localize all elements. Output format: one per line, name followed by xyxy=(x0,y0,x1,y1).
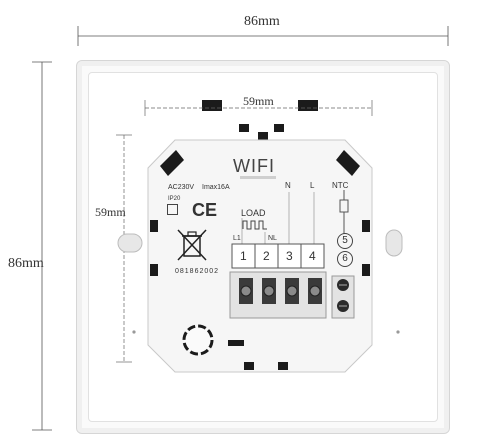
voltage-label: AC230V xyxy=(168,184,195,191)
terminal-number-1: 1 xyxy=(240,249,247,263)
load-label: LOAD xyxy=(241,208,266,218)
ip-rating-label: IP20 xyxy=(168,196,181,202)
sensor-terminal-6: 6 xyxy=(337,251,353,267)
mount-height-label: 59mm xyxy=(95,205,126,219)
ip-box-icon xyxy=(167,204,178,215)
overall-height-label: 86mm xyxy=(8,256,44,271)
ce-mark: CE xyxy=(192,200,218,220)
terminal-number-3: 3 xyxy=(286,249,293,263)
ntc-label: NTC xyxy=(332,181,349,190)
overall-width-label: 86mm xyxy=(244,14,280,29)
current-label: Imax16A xyxy=(202,184,230,191)
terminal-number-4: 4 xyxy=(309,249,316,263)
module-title: WIFI xyxy=(233,156,275,176)
terminal-number-2: 2 xyxy=(263,249,270,263)
load-symbol-icon xyxy=(242,220,267,230)
sensor-terminal-5: 5 xyxy=(337,233,353,249)
mount-width-label: 59mm xyxy=(243,94,274,108)
column-label-l: L xyxy=(310,181,315,190)
weee-bin-icon xyxy=(177,229,207,261)
terminal-label-nl: NL xyxy=(268,235,277,242)
terminal-label-l1: L1 xyxy=(233,235,241,242)
column-label-n: N xyxy=(285,181,291,190)
serial-number: 081862002 xyxy=(175,268,220,275)
